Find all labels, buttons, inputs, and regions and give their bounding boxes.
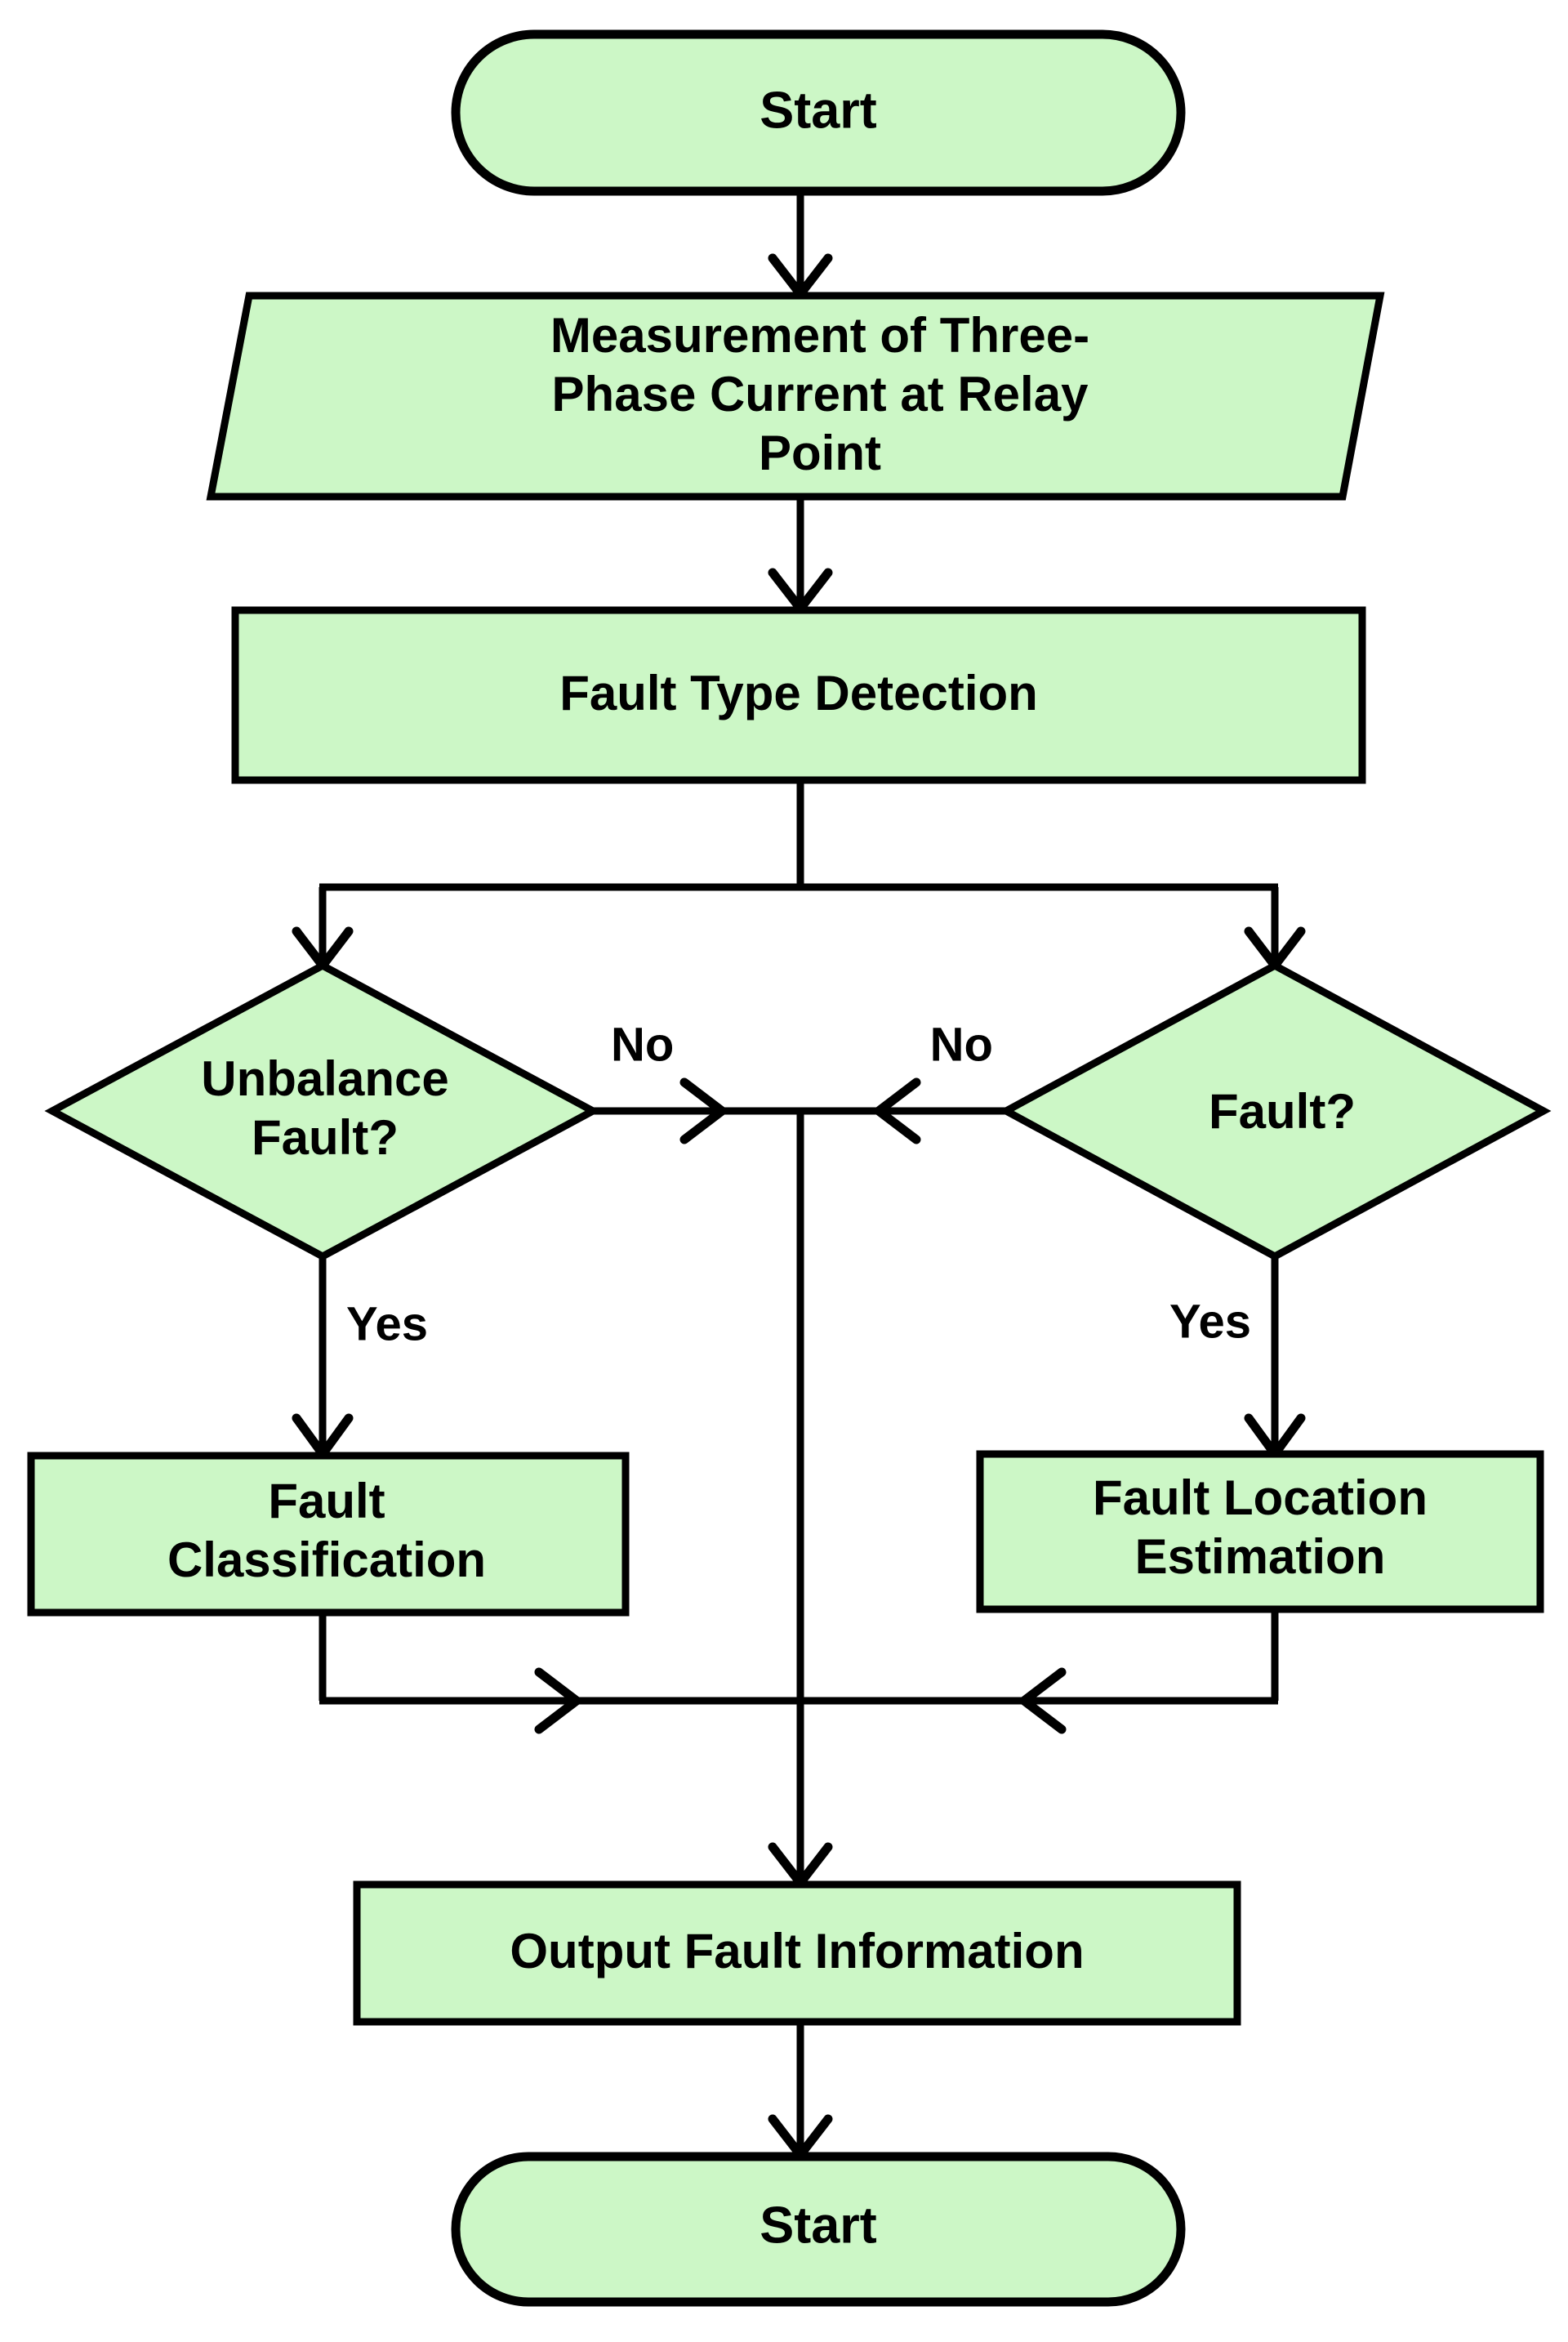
- node-unbalance-decision[interactable]: Unbalance Fault?: [44, 961, 601, 1261]
- edge-location-to-merge: [799, 1609, 1279, 1734]
- edge-label-fault-no: No: [930, 1018, 993, 1071]
- edge-output-to-start: [768, 2022, 833, 2160]
- node-measurement-line2: Phase Current at Relay: [552, 367, 1089, 422]
- node-fault-classification-line1: Fault: [268, 1474, 385, 1528]
- edge-label-unbalance-no: No: [611, 1018, 674, 1071]
- edge-fault-no: [799, 1077, 1008, 1144]
- edge-measurement-to-detection: [768, 498, 833, 613]
- edge-merge-to-output: [768, 1701, 833, 1888]
- node-fault-type-detection[interactable]: Fault Type Detection: [231, 606, 1366, 784]
- edge-classification-to-merge: [318, 1613, 802, 1734]
- node-start-bottom[interactable]: Start: [451, 2152, 1186, 2307]
- node-unbalance-decision-line2: Fault?: [252, 1110, 399, 1165]
- node-fault-classification-line2: Classification: [167, 1532, 486, 1587]
- edge-detection-to-split: [292, 780, 1306, 970]
- edge-label-unbalance-yes: Yes: [346, 1297, 428, 1350]
- node-unbalance-decision-line1: Unbalance: [201, 1051, 448, 1106]
- edge-start-to-measurement: [768, 192, 833, 299]
- edge-unbalance-yes: [292, 1258, 354, 1459]
- node-fault-location-estimation-line2: Estimation: [1135, 1529, 1386, 1584]
- node-start-top[interactable]: Start: [451, 29, 1186, 196]
- node-fault-decision-label: Fault?: [1209, 1084, 1356, 1139]
- edge-label-fault-yes: Yes: [1169, 1295, 1251, 1348]
- node-start-bottom-label: Start: [760, 2197, 877, 2255]
- node-fault-location-estimation[interactable]: Fault Location Estimation: [976, 1450, 1544, 1613]
- node-measurement-line3: Point: [759, 426, 881, 480]
- node-fault-type-detection-label: Fault Type Detection: [559, 666, 1038, 720]
- node-fault-location-estimation-line1: Fault Location: [1093, 1470, 1428, 1525]
- node-start-top-label: Start: [760, 83, 877, 140]
- edge-fault-yes: [1244, 1258, 1306, 1459]
- node-measurement-line1: Measurement of Three-: [550, 308, 1089, 363]
- node-fault-classification[interactable]: Fault Classification: [27, 1452, 630, 1617]
- edge-unbalance-no: [592, 1077, 802, 1144]
- node-measurement[interactable]: Measurement of Three- Phase Current at R…: [206, 292, 1385, 501]
- node-fault-decision[interactable]: Fault?: [998, 961, 1552, 1261]
- node-output-fault-information[interactable]: Output Fault Information: [353, 1880, 1241, 2026]
- node-output-fault-information-label: Output Fault Information: [510, 1924, 1084, 1978]
